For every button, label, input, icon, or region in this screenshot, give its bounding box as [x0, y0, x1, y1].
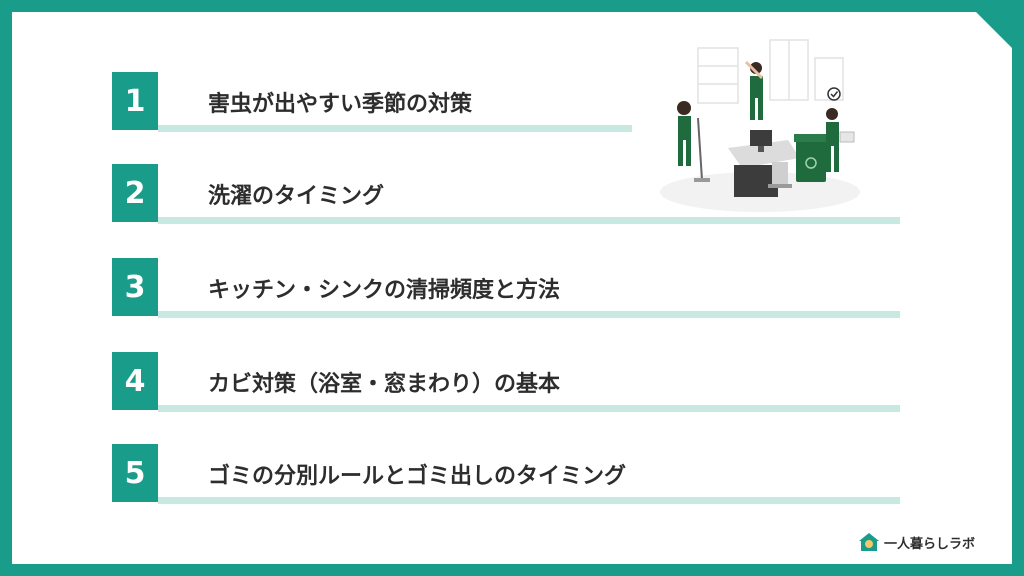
- item-label: キッチン・シンクの清掃頻度と方法: [208, 278, 561, 303]
- content-card: [12, 12, 1012, 564]
- item-underline: [158, 405, 900, 412]
- item-number-badge: 4: [112, 352, 158, 410]
- logo-text: 一人暮らしラボ: [884, 536, 976, 552]
- list-item: 3 キッチン・シンクの清掃頻度と方法: [112, 258, 900, 318]
- list-item: 1 害虫が出やすい季節の対策: [112, 72, 632, 132]
- item-number-badge: 1: [112, 72, 158, 130]
- item-underline: [158, 497, 900, 504]
- item-number-badge: 3: [112, 258, 158, 316]
- item-label: 洗濯のタイミング: [208, 184, 385, 209]
- item-number-badge: 5: [112, 444, 158, 502]
- item-underline: [158, 217, 900, 224]
- cleaning-staff-illustration: [660, 39, 860, 212]
- house-icon: [859, 533, 879, 551]
- list-item: 2 洗濯のタイミング: [112, 164, 900, 224]
- item-underline: [158, 125, 632, 132]
- item-number-badge: 2: [112, 164, 158, 222]
- brand-logo: 一人暮らしラボ: [858, 530, 975, 554]
- item-label: 害虫が出やすい季節の対策: [208, 92, 473, 117]
- item-label: カビ対策（浴室・窓まわり）の基本: [208, 372, 561, 397]
- item-label: ゴミの分別ルールとゴミ出しのタイミング: [208, 464, 627, 489]
- list-item: 4 カビ対策（浴室・窓まわり）の基本: [112, 352, 900, 412]
- list-item: 5 ゴミの分別ルールとゴミ出しのタイミング: [112, 444, 900, 504]
- item-underline: [158, 311, 900, 318]
